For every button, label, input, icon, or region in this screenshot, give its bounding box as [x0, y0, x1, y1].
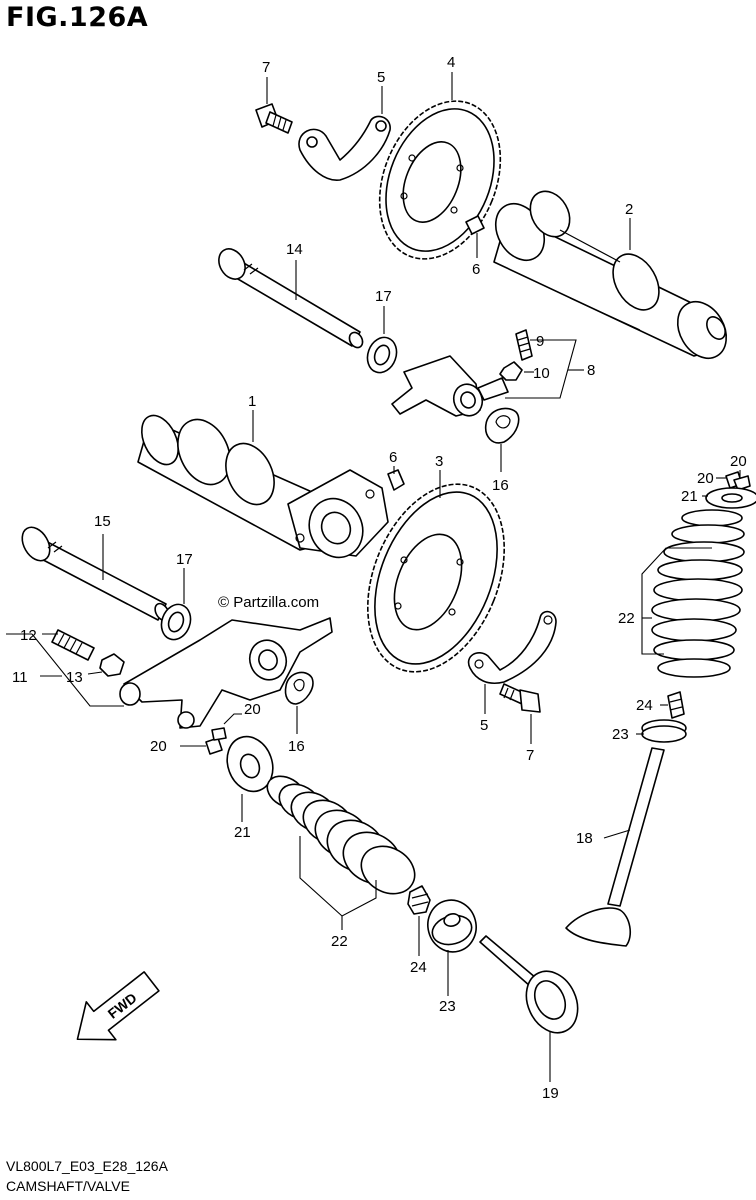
part-8-rocker-arm-top[interactable] — [391, 355, 509, 420]
part-12-adjusting-screw-front[interactable] — [51, 629, 95, 661]
callout-18: 18 — [576, 830, 593, 847]
part-20-valve-cotter-rear[interactable] — [725, 471, 751, 491]
callout-7-top: 7 — [262, 59, 270, 76]
callout-15: 15 — [94, 513, 111, 530]
callout-22-rear: 22 — [618, 610, 635, 627]
part-20-valve-cotter-front[interactable] — [205, 727, 227, 755]
callout-9: 9 — [536, 333, 544, 350]
callout-10: 10 — [533, 365, 550, 382]
callout-5-front: 5 — [480, 717, 488, 734]
part-21-spring-retainer-rear[interactable] — [705, 487, 756, 509]
callout-12: 12 — [20, 627, 37, 644]
callout-4: 4 — [447, 54, 455, 71]
callout-20-rear: 20 — [697, 470, 714, 487]
part-5-retainer-plate-front[interactable] — [467, 610, 557, 684]
callout-23-rear: 23 — [612, 726, 629, 743]
callout-20-front-upper: 20 — [244, 701, 261, 718]
part-10-locknut-top[interactable] — [499, 361, 523, 381]
part-16-gasket-front[interactable] — [284, 671, 314, 705]
fwd-direction-arrow: FWD — [76, 971, 160, 1041]
figure-code: VL800L7_E03_E28_126A — [6, 1158, 168, 1174]
callout-21-front: 21 — [234, 824, 251, 841]
part-1-camshaft-front[interactable] — [135, 410, 389, 567]
part-23-spring-seat-rear[interactable] — [641, 719, 687, 743]
callout-5-top: 5 — [377, 69, 385, 86]
callout-8: 8 — [587, 362, 595, 379]
part-2-camshaft-rear[interactable] — [486, 184, 736, 367]
part-5-retainer-plate-top[interactable] — [298, 115, 391, 181]
callout-16-front: 16 — [288, 738, 305, 755]
callout-20-rear-top: 20 — [730, 453, 747, 470]
callout-6-front: 6 — [389, 449, 397, 466]
part-6-dowel-pin-front[interactable] — [387, 469, 405, 491]
part-6-dowel-pin-top[interactable] — [465, 215, 485, 235]
part-11-rocker-arm-front[interactable] — [119, 617, 333, 729]
callout-23-front: 23 — [439, 998, 456, 1015]
part-22-valve-spring-front[interactable] — [262, 770, 424, 903]
part-17-washer-front[interactable] — [157, 600, 196, 643]
callout-24-rear: 24 — [636, 697, 653, 714]
callout-24-front: 24 — [410, 959, 427, 976]
callout-17-front: 17 — [176, 551, 193, 568]
callout-1: 1 — [248, 393, 256, 410]
callout-22-front: 22 — [331, 933, 348, 950]
figure-title: FIG.126A — [6, 2, 149, 33]
part-18-valve-rear[interactable] — [565, 747, 665, 947]
callout-14: 14 — [286, 241, 303, 258]
part-13-locknut-front[interactable] — [99, 653, 125, 677]
part-14-rocker-shaft-top[interactable] — [214, 244, 366, 350]
callout-11: 11 — [12, 669, 28, 686]
part-7-bolt-front[interactable] — [499, 683, 541, 713]
part-17-washer-top[interactable] — [363, 333, 402, 376]
part-19-valve-front[interactable] — [479, 935, 587, 1041]
part-16-gasket-top[interactable] — [484, 407, 520, 444]
callout-2: 2 — [625, 201, 633, 218]
part-24-valve-seal-front[interactable] — [407, 885, 431, 915]
callout-20-front: 20 — [150, 738, 167, 755]
part-23-spring-seat-front[interactable] — [422, 895, 482, 958]
callout-6-top: 6 — [472, 261, 480, 278]
callout-19: 19 — [542, 1085, 559, 1102]
part-7-bolt-top[interactable] — [255, 103, 293, 134]
part-24-valve-seal-rear[interactable] — [667, 691, 685, 719]
part-21-spring-retainer-front[interactable] — [220, 730, 280, 798]
callout-21-rear: 21 — [681, 488, 698, 505]
callout-16-top: 16 — [492, 477, 509, 494]
callout-13: 13 — [66, 669, 83, 686]
part-15-rocker-shaft-front[interactable] — [17, 522, 172, 622]
part-9-adjusting-screw-top[interactable] — [515, 329, 533, 361]
callout-7-front: 7 — [526, 747, 534, 764]
callout-3: 3 — [435, 453, 443, 470]
part-3-cam-sprocket-front[interactable] — [342, 464, 530, 692]
figure-name: CAMSHAFT/VALVE — [6, 1178, 130, 1194]
callout-17-top: 17 — [375, 288, 392, 305]
watermark-text: © Partzilla.com — [218, 594, 320, 611]
part-22-valve-spring-rear[interactable] — [651, 509, 745, 678]
